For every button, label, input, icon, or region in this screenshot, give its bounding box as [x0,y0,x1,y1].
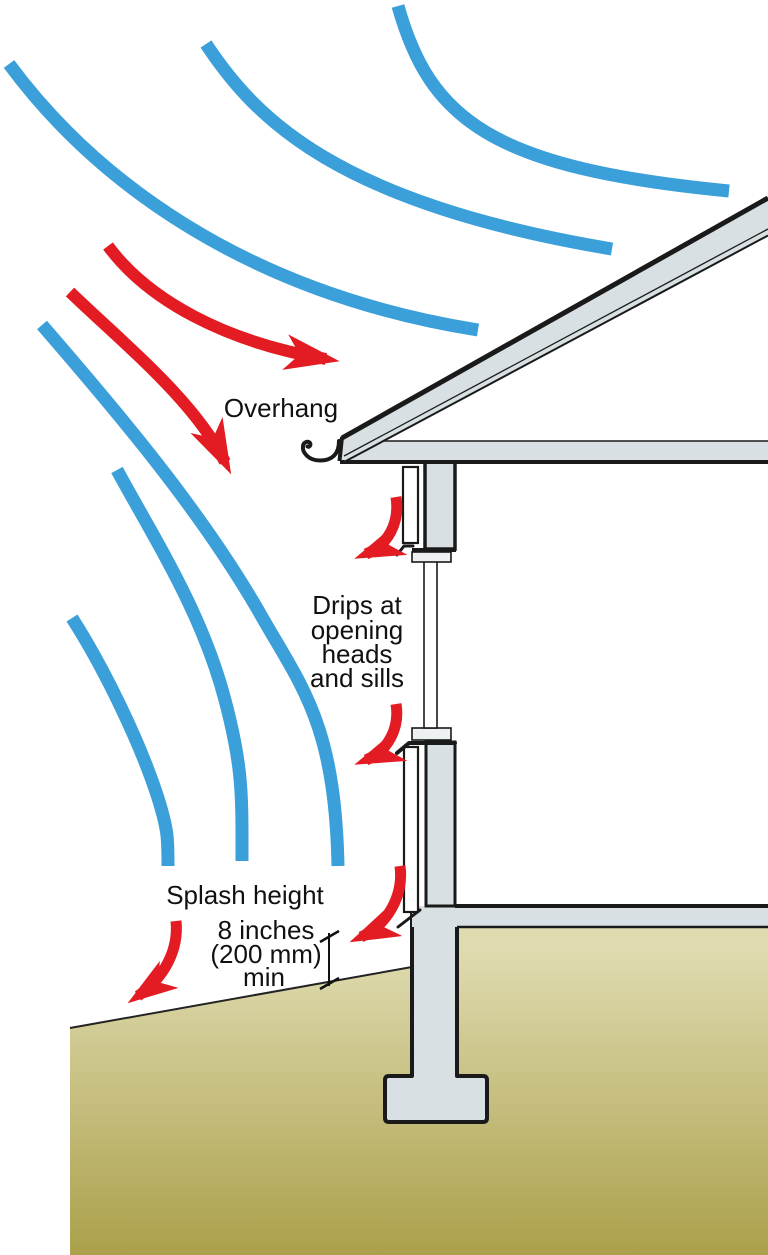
drips-label-line-1: Drips at [312,590,402,620]
lower-cladding-panel [402,745,420,914]
roof-top-line [340,195,768,441]
drips-label-line-2: opening [311,615,404,645]
roof-inner-line [343,228,768,457]
dimension-label-line-1: 8 inches [218,915,315,945]
floor-slab-band [412,906,768,927]
upper-wall [395,459,457,557]
roof-strip [342,197,768,462]
window-glazing [423,560,438,729]
head-drip-arrow [354,496,408,560]
splash-arrow [127,920,182,1004]
window-sill-bar [411,727,452,741]
water-arrows [65,242,408,1004]
rain-streak-top-left [3,60,480,337]
dimension-label-line-3: min [243,962,285,992]
upper-cladding-panel [401,465,420,545]
rain-streak-lower-middle [111,466,249,862]
window-assembly [411,551,452,741]
sill-drip-arrow [354,703,408,766]
lower-wall-section [424,740,457,908]
roof [300,195,768,463]
upper-wall-section [423,459,457,551]
rain-streak-lower-left [66,614,175,867]
drips-label-line-3: heads [322,639,393,669]
gutter [300,439,341,463]
overhang-label: Overhang [224,393,338,423]
ceiling-band-fill [342,441,768,462]
rain-streaks [3,4,730,867]
splash-height-dimension [319,929,340,991]
rain-streak-top-right [391,4,730,198]
foundation-wall-and-footing [383,910,489,1124]
ceiling-band [340,440,768,464]
floor-slab [412,904,768,929]
roof-bottom-line [344,234,768,463]
wind-driven-rain-arrow [103,242,340,370]
window-head-bar [411,551,452,563]
dimension-tick-bottom [319,976,340,991]
deflected-rain-arrow [65,287,232,475]
ground-surface-line [69,966,413,1029]
drips-label-line-4: and sills [310,663,404,693]
rain-streak-mid-left [37,320,345,867]
head-drip-flashing [395,544,415,557]
splash-height-label: Splash height [166,880,324,910]
lower-wall [395,740,457,929]
dimension-tick-top [319,929,340,944]
cladding-drip-arrow [349,865,407,943]
dimension-label-line-2: (200 mm) [210,939,321,969]
fascia-line [337,436,344,462]
rain-streak-top-middle [200,40,614,256]
labels: Overhang Drips at opening heads and sill… [166,393,404,992]
